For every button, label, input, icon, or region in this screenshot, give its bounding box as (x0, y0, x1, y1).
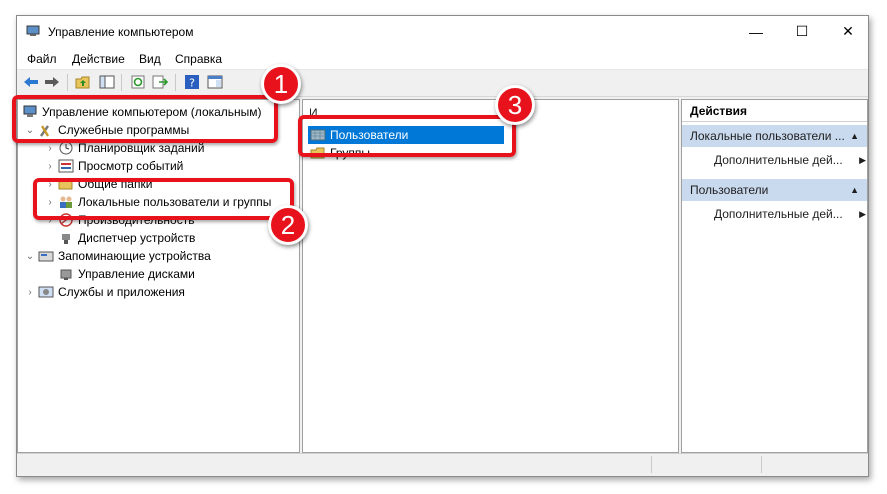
computer-management-icon (26, 25, 40, 36)
services-icon (38, 286, 54, 298)
menu-view[interactable]: Вид (139, 52, 161, 66)
section-label: Локальные пользователи ... (690, 129, 845, 143)
list-item-users[interactable]: Пользователи (308, 126, 504, 144)
close-button[interactable]: ✕ (825, 16, 871, 47)
users-group-icon (60, 196, 72, 208)
collapse-icon[interactable]: ▲ (850, 185, 859, 195)
tree-item-disk-management[interactable]: Управление дисками (56, 265, 195, 283)
actions-section-users[interactable]: Пользователи ▲ (682, 179, 867, 201)
chevron-down-icon[interactable]: ⌄ (25, 250, 35, 262)
content-list-pane: И... Пользователи Группы (302, 99, 679, 453)
annotation-box-1 (12, 95, 278, 143)
annotation-badge-3: 3 (495, 85, 535, 125)
tree-label: Служебные программы (58, 123, 190, 137)
help-button[interactable]: ? (183, 73, 201, 91)
tree-label: Управление дисками (78, 267, 195, 281)
back-icon (24, 77, 38, 87)
event-viewer-icon (58, 159, 74, 173)
submenu-arrow-icon: ▶ (859, 209, 866, 219)
chevron-right-icon[interactable]: › (48, 160, 52, 172)
annotation-box-2 (33, 178, 294, 220)
status-segment (651, 456, 652, 473)
actions-section-local-users[interactable]: Локальные пользователи ... ▲ (682, 125, 867, 147)
window-title: Управление компьютером (48, 25, 194, 39)
toolbar-separator (175, 74, 176, 91)
menu-action[interactable]: Действие (72, 52, 125, 66)
annotation-badge-1: 1 (261, 64, 301, 104)
tree-label: Планировщик заданий (78, 141, 205, 155)
list-item-label: Пользователи (330, 128, 409, 142)
clock-icon (59, 141, 73, 155)
tree-label: Диспетчер устройств (78, 231, 196, 245)
toolbar-separator (67, 74, 68, 91)
tree-item-device-manager[interactable]: Диспетчер устройств (56, 229, 195, 247)
tree-label: Запоминающие устройства (58, 249, 211, 263)
tree-label: Управление компьютером (локальным) (42, 105, 262, 119)
status-bar (17, 453, 868, 476)
tools-icon (40, 125, 50, 137)
properties-button[interactable] (206, 73, 224, 91)
tree-item-services-apps[interactable]: › Службы и приложения (24, 283, 185, 301)
toolbar: ? (17, 70, 868, 97)
computer-management-window: Управление компьютером — ☐ ✕ Файл Действ… (16, 15, 869, 477)
title-bar: Управление компьютером — ☐ ✕ (17, 16, 868, 47)
maximize-icon: ☐ (795, 23, 809, 39)
collapse-icon[interactable]: ▲ (850, 131, 859, 141)
back-button[interactable] (22, 73, 40, 91)
action-label: Дополнительные дей... (714, 153, 843, 167)
maximize-button[interactable]: ☐ (779, 16, 825, 47)
forward-icon (45, 77, 59, 87)
action-more-actions[interactable]: Дополнительные дей... ▶ (714, 150, 866, 170)
chevron-right-icon[interactable]: › (48, 142, 52, 154)
tree-item-root[interactable]: Управление компьютером (локальным) (20, 103, 262, 121)
up-button[interactable] (74, 73, 92, 91)
disk-management-icon (60, 269, 72, 280)
up-folder-icon (75, 76, 90, 89)
tree-item-system-tools[interactable]: ⌄ Служебные программы (24, 121, 189, 139)
computer-management-icon (23, 105, 37, 117)
annotation-badge-2: 2 (268, 205, 308, 245)
tree-item-storage[interactable]: ⌄ Запоминающие устройства (24, 247, 211, 265)
menu-file[interactable]: Файл (27, 52, 57, 66)
tree-label: Службы и приложения (58, 285, 185, 299)
section-label: Пользователи (690, 183, 769, 197)
chevron-right-icon[interactable]: › (48, 214, 52, 226)
menu-help[interactable]: Справка (175, 52, 223, 66)
submenu-arrow-icon: ▶ (859, 155, 866, 165)
tree-label: Просмотр событий (78, 159, 184, 173)
status-segment (761, 456, 762, 473)
chevron-right-icon[interactable]: › (48, 196, 52, 208)
actions-title: Действия (682, 100, 867, 122)
storage-icon (38, 251, 54, 262)
menu-bar: Файл Действие Вид Справка (17, 47, 868, 70)
svg-text:?: ? (189, 77, 195, 90)
tree-item-event-viewer[interactable]: › Просмотр событий (44, 157, 183, 175)
show-hide-tree-icon (99, 75, 115, 89)
chevron-right-icon[interactable]: › (28, 286, 32, 298)
show-hide-tree-button[interactable] (98, 73, 116, 91)
users-folder-icon (310, 129, 326, 141)
refresh-icon (131, 75, 145, 89)
minimize-icon: — (749, 23, 763, 40)
forward-button[interactable] (43, 73, 61, 91)
device-manager-icon (62, 234, 70, 244)
action-label: Дополнительные дей... (714, 207, 843, 221)
export-icon (152, 75, 168, 89)
tree-item-local-users-groups[interactable]: › Локальные пользователи и группы (44, 193, 271, 211)
annotation-box-3 (298, 115, 516, 157)
minimize-button[interactable]: — (733, 16, 779, 47)
properties-icon (207, 75, 223, 89)
action-more-actions[interactable]: Дополнительные дей... ▶ (714, 204, 866, 224)
export-button[interactable] (151, 73, 169, 91)
help-icon: ? (185, 75, 199, 90)
actions-pane: Действия Локальные пользователи ... ▲ До… (681, 99, 868, 453)
refresh-button[interactable] (129, 73, 147, 91)
chevron-right-icon[interactable]: › (48, 178, 52, 190)
tree-item-task-scheduler[interactable]: › Планировщик заданий (44, 139, 204, 157)
console-tree-pane: Управление компьютером (локальным) ⌄ Слу… (17, 99, 300, 453)
toolbar-separator (121, 74, 122, 91)
chevron-down-icon[interactable]: ⌄ (25, 124, 35, 136)
close-icon: ✕ (842, 23, 854, 39)
tree-label: Локальные пользователи и группы (78, 195, 272, 209)
